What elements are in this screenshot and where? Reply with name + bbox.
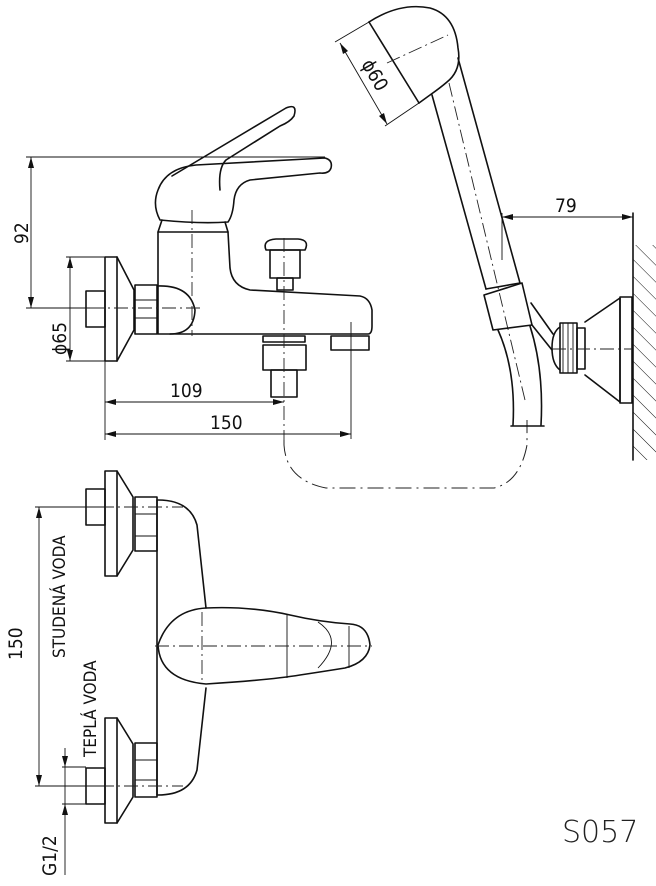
shower-head — [368, 5, 460, 104]
diverter-knob — [264, 238, 308, 251]
hose-outline-left — [497, 329, 515, 426]
wall-hatching — [633, 245, 656, 460]
cartridge-neck — [157, 219, 229, 233]
top-body-upper — [157, 499, 207, 609]
side-view-mixer — [85, 105, 373, 440]
label-hot-water: TEPLÁ VODA — [79, 660, 101, 758]
label-cold-water: STUDENÁ VODA — [48, 535, 70, 658]
top-lever — [157, 606, 371, 685]
top-view-mixer — [85, 470, 372, 824]
product-code: S057 — [562, 815, 638, 850]
hose-outline-right — [529, 325, 543, 426]
holder-clip — [483, 282, 533, 331]
dim-height-92: 92 — [11, 222, 33, 244]
top-body-lower — [157, 687, 207, 796]
eccentric-dome — [157, 285, 196, 335]
holder-nut-cap — [551, 326, 561, 371]
union-nut — [134, 284, 158, 335]
dim-thread-g12: G1/2 — [39, 835, 61, 876]
hot-inlet-nut — [134, 742, 158, 798]
bottom-fitting — [262, 344, 307, 371]
dim-spout-length-150: 150 — [210, 412, 243, 434]
cold-inlet-flange — [104, 470, 118, 577]
holder-neck — [576, 327, 586, 370]
wall-flange — [104, 256, 118, 362]
holder-cone — [584, 297, 621, 403]
spout-outlet — [330, 335, 370, 351]
shower-assembly — [368, 5, 656, 461]
lever-raised-outline — [171, 105, 296, 191]
shower-hose — [283, 420, 528, 489]
top-view-dimensions: 150 STUDENÁ VODA TEPLÁ VODA G1/2 — [5, 506, 105, 876]
dim-flange-diameter: ϕ65 — [49, 322, 71, 355]
dim-inlet-spacing-150: 150 — [5, 627, 27, 660]
cold-inlet-nut — [134, 496, 158, 552]
dim-holder-projection-79: 79 — [555, 195, 577, 217]
wall-connector — [85, 290, 106, 328]
lever — [154, 157, 333, 224]
holder-wall-plate — [619, 296, 633, 404]
side-view-dimensions: 92 ϕ65 109 150 — [11, 156, 352, 440]
flange-cone — [116, 256, 135, 362]
diverter-stem — [269, 249, 301, 279]
hot-inlet-flange — [104, 717, 118, 824]
shower-dimensions: ϕ60 79 — [334, 21, 633, 260]
dim-outlet-offset-109: 109 — [170, 380, 203, 402]
mixer-body — [157, 231, 373, 335]
dim-head-diameter: ϕ60 — [357, 56, 393, 96]
diverter-rod — [276, 277, 294, 291]
